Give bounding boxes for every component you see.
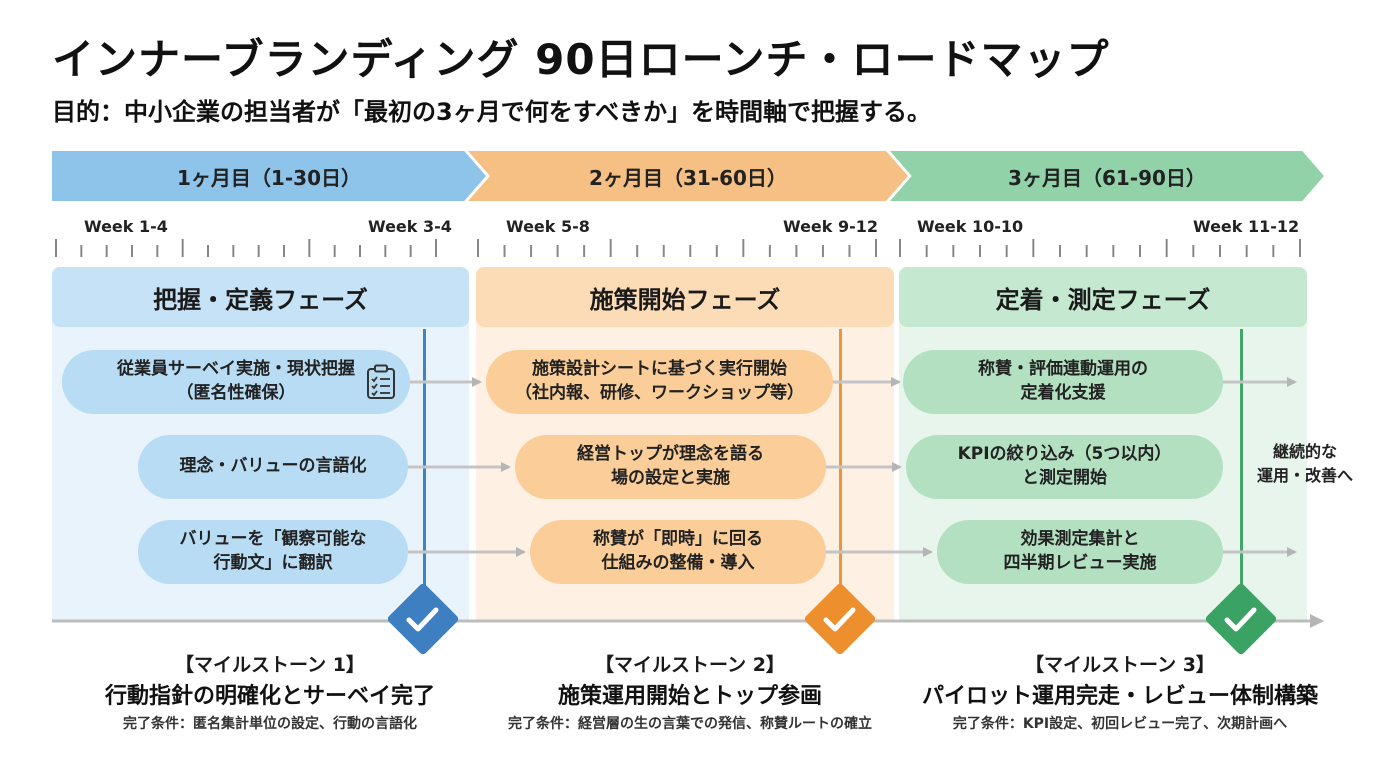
page-subtitle: 目的：中小企業の担当者が「最初の3ヶ月で何をすべきか」を時間軸で把握する。 [52, 98, 932, 126]
month-banner-1: 1ヶ月目（1-30日） [52, 151, 486, 201]
milestone-marker-2 [804, 583, 876, 655]
clipboard-checklist-icon [367, 364, 395, 399]
week-label-6: Week 11-12 [1193, 217, 1300, 236]
task-2-2: 経営トップが理念を語る 場の設定と実施 [515, 435, 826, 499]
page-title: インナーブランディング 90日ローンチ・ロードマップ [52, 35, 1110, 84]
month-banner-2: 2ヶ月目（31-60日） [468, 151, 908, 201]
milestone-line-1 [423, 329, 426, 591]
task-2-1: 施策設計シートに基づく実行開始 （社内報、研修、ワークショップ等） [486, 350, 833, 414]
milestone-line-3 [1240, 329, 1243, 591]
milestone-label-1: 【マイルストーン 1】 [175, 654, 365, 676]
check-icon [1224, 607, 1257, 632]
task-3-2: KPIの絞り込み（5つ以内） と測定開始 [906, 435, 1223, 499]
task-2-3: 称賛が「即時」に回る 仕組みの整備・導入 [530, 520, 826, 584]
task-3-3: 効果測定集計と 四半期レビュー実施 [937, 520, 1223, 584]
check-icon [406, 607, 439, 632]
phase-title-2: 施策開始フェーズ [476, 267, 894, 327]
week-label-5: Week 10-10 [917, 217, 1024, 236]
task-3-1: 称賛・評価連動運用の 定着化支援 [903, 350, 1223, 414]
week-label-4: Week 9-12 [783, 217, 879, 236]
task-1-2: 理念・バリューの言語化 [138, 435, 408, 499]
milestone-label-3: 【マイルストーン 3】 [1025, 654, 1215, 676]
milestone-line-2 [839, 329, 842, 591]
milestone-condition-1: 完了条件：匿名集計単位の設定、行動の言語化 [123, 716, 417, 732]
milestone-title-3: パイロット運用完走・レビュー体制構築 [921, 684, 1318, 709]
continuation-note: 継続的な 運用・改善へ [1256, 442, 1353, 485]
milestone-title-1: 行動指針の明確化とサーベイ完了 [104, 684, 435, 709]
phase-title-1: 把握・定義フェーズ [52, 267, 469, 327]
task-1-3: バリューを「観察可能な 行動文」に翻訳 [138, 520, 408, 584]
week-label-1: Week 1-4 [84, 217, 168, 236]
milestone-marker-3 [1205, 583, 1277, 655]
milestone-title-2: 施策運用開始とトップ参画 [557, 684, 822, 709]
phase-title-3: 定着・測定フェーズ [899, 267, 1307, 327]
week-label-3: Week 5-8 [506, 217, 590, 236]
milestone-condition-3: 完了条件：KPI設定、初回レビュー完了、次期計画へ [952, 716, 1288, 732]
month-banner-3: 3ヶ月目（61-90日） [890, 151, 1324, 201]
check-icon [823, 607, 856, 632]
milestone-label-2: 【マイルストーン 2】 [595, 654, 785, 676]
milestone-condition-2: 完了条件：経営層の生の言葉での発信、称賛ルートの確立 [508, 716, 872, 732]
task-1-1: 従業員サーベイ実施・現状把握 （匿名性確保） [62, 350, 410, 414]
week-label-2: Week 3-4 [368, 217, 452, 236]
milestone-marker-1 [387, 583, 459, 655]
